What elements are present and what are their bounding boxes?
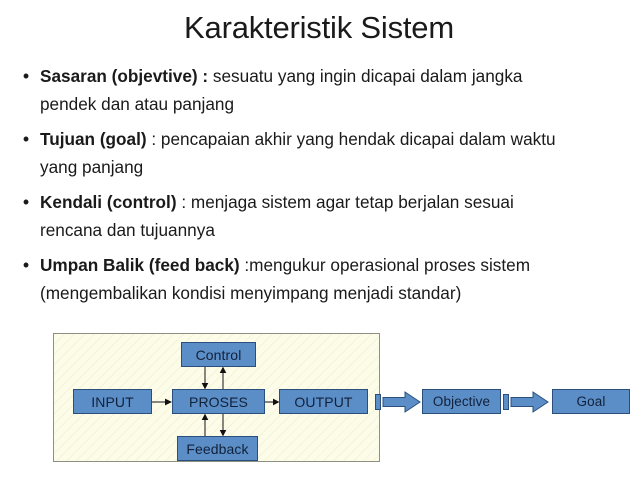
list-item-rest: : pencapaian akhir yang hendak dicapai d…: [40, 129, 556, 177]
diagram-node-proses[interactable]: PROSES: [172, 389, 265, 414]
list-item-lead: Tujuan (goal): [40, 129, 147, 149]
block-arrow-to-objective: [375, 389, 421, 415]
list-item: • Kendali (control) : menjaga sistem aga…: [12, 188, 612, 244]
diagram-node-goal[interactable]: Goal: [552, 389, 630, 414]
list-item-rest: :mengukur operasional proses sistem (men…: [40, 255, 531, 303]
system-diagram: Control INPUT PROSES OUTPUT Feedback Obj…: [0, 325, 638, 478]
bullet-point-icon: •: [22, 192, 30, 212]
block-arrow-to-goal: [503, 389, 549, 415]
bullet-list: • Sasaran (objevtive) : sesuatu yang ing…: [12, 62, 612, 314]
connector-feedback-to-proses: [201, 413, 209, 437]
list-item-text: Umpan Balik (feed back) :mengukur operas…: [40, 251, 612, 307]
list-item-rest: : menjaga sistem agar tetap berjalan ses…: [40, 192, 514, 240]
diagram-node-objective[interactable]: Objective: [422, 389, 501, 414]
diagram-node-feedback[interactable]: Feedback: [177, 436, 258, 461]
list-item-text: Sasaran (objevtive) : sesuatu yang ingin…: [40, 62, 612, 118]
connector-proses-to-output: [265, 398, 280, 406]
bullet-point-icon: •: [22, 66, 30, 86]
list-item-rest: sesuatu yang ingin dicapai dalam jangka …: [40, 66, 523, 114]
connector-proses-to-feedback: [219, 413, 227, 437]
diagram-node-output[interactable]: OUTPUT: [279, 389, 368, 414]
list-item: • Sasaran (objevtive) : sesuatu yang ing…: [12, 62, 612, 118]
list-item-lead: Sasaran (objevtive) :: [40, 66, 209, 86]
list-item: • Tujuan (goal) : pencapaian akhir yang …: [12, 125, 612, 181]
page-title: Karakteristik Sistem: [184, 10, 454, 45]
list-item: • Umpan Balik (feed back) :mengukur oper…: [12, 251, 612, 307]
list-item-text: Tujuan (goal) : pencapaian akhir yang he…: [40, 125, 612, 181]
bullet-point-icon: •: [22, 129, 30, 149]
diagram-node-control[interactable]: Control: [181, 342, 256, 367]
list-item-text: Kendali (control) : menjaga sistem agar …: [40, 188, 612, 244]
connector-input-to-proses: [152, 398, 173, 406]
list-item-lead: Kendali (control): [40, 192, 177, 212]
connector-proses-to-control: [219, 366, 227, 390]
bullet-point-icon: •: [22, 255, 30, 275]
connector-control-to-proses: [201, 366, 209, 390]
diagram-node-input[interactable]: INPUT: [73, 389, 152, 414]
list-item-lead: Umpan Balik (feed back): [40, 255, 240, 275]
